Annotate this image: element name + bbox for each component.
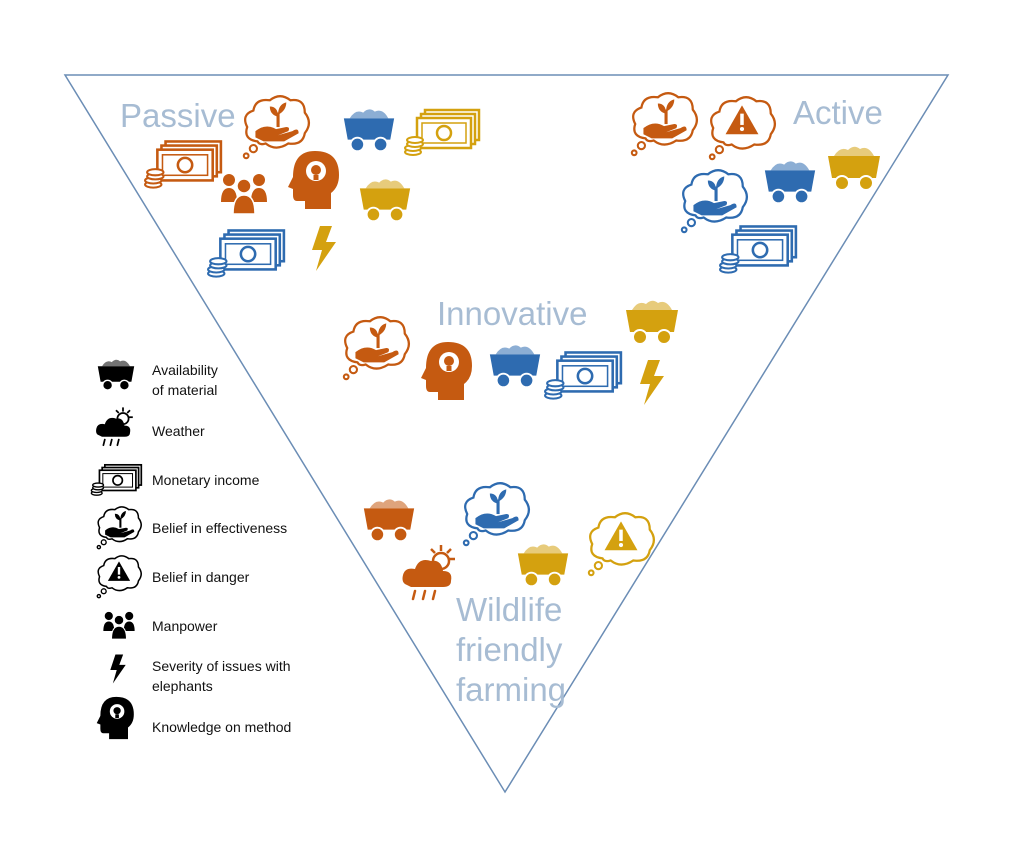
knowledge-icon — [287, 148, 342, 212]
legend-label: Monetary income — [152, 472, 260, 488]
label-innovative: Innovative — [437, 295, 588, 332]
money-icon — [206, 226, 288, 278]
cart-icon — [514, 538, 572, 590]
cart-icon — [360, 493, 418, 545]
belief-danger-icon — [584, 507, 658, 579]
lightning-icon — [638, 360, 666, 405]
manpower-icon — [102, 609, 136, 640]
belief-danger-icon — [705, 91, 779, 163]
belief-danger-icon — [94, 551, 144, 601]
label-wildlife-friendly-farming: Wildlife friendly farming — [456, 590, 566, 710]
knowledge-icon — [420, 338, 475, 404]
legend-label: Weather — [152, 423, 205, 439]
belief-effectiveness-icon — [627, 87, 701, 159]
legend-label: Belief in effectiveness — [152, 520, 288, 536]
cart-icon — [95, 356, 137, 392]
money-icon — [143, 137, 225, 189]
manpower-icon — [219, 170, 269, 215]
label-active: Active — [793, 94, 883, 131]
money-icon — [90, 462, 144, 496]
legend-label: Severity of issues with elephants — [152, 656, 291, 696]
label-line: farming — [456, 671, 567, 708]
money-icon — [543, 348, 625, 400]
legend-label: Belief in danger — [152, 569, 250, 585]
money-icon — [403, 106, 483, 156]
label-line: friendly — [456, 631, 563, 668]
legend-label: Manpower — [152, 618, 218, 634]
cart-icon — [486, 339, 544, 391]
legend-text: elephants — [152, 678, 213, 694]
cart-icon — [622, 295, 682, 347]
weather-icon — [95, 406, 137, 448]
legend-label: Knowledge on method — [152, 719, 292, 735]
weather-icon — [401, 543, 461, 603]
legend-label: Availability of material — [152, 360, 218, 400]
label-passive: Passive — [120, 97, 236, 134]
cart-icon — [340, 103, 398, 155]
money-icon — [718, 222, 800, 274]
cart-icon — [356, 173, 414, 225]
legend-text: Availability — [152, 362, 218, 378]
label-line: Wildlife — [456, 591, 563, 628]
belief-effectiveness-icon — [339, 311, 413, 383]
lightning-icon — [310, 226, 338, 271]
knowledge-icon — [96, 694, 136, 742]
legend-text: of material — [152, 382, 218, 398]
belief-effectiveness-icon — [94, 502, 144, 552]
cart-icon — [824, 141, 884, 193]
cart-icon — [761, 155, 819, 207]
legend-text: Severity of issues with — [152, 658, 291, 674]
lightning-icon — [109, 654, 127, 684]
